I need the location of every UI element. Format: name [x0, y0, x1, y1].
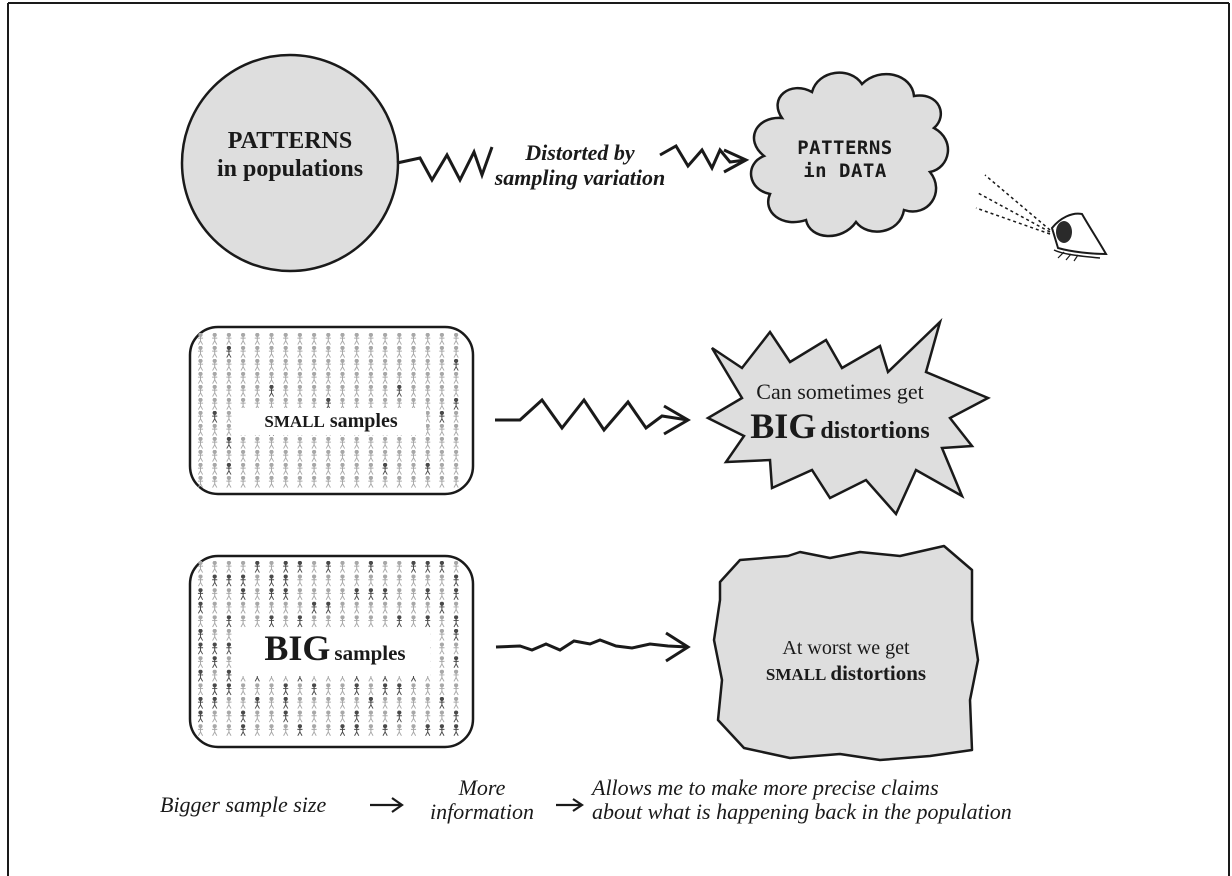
big-distortion-big: BIG [750, 406, 817, 446]
small-distortion-blob [712, 544, 980, 762]
footer-step-3-line1: Allows me to make more precise claims [592, 775, 939, 800]
top-zigzag-right [659, 143, 747, 172]
eye-icon [975, 174, 1108, 262]
footer-arrow-1 [370, 797, 404, 813]
small-distortion-text: At worst we get SMALL distortions [722, 636, 970, 689]
big-arrowhead [665, 631, 691, 663]
small-arrowhead [663, 404, 691, 436]
small-samples-label-rest: samples [329, 410, 398, 432]
footer-step-2-line1: More [458, 775, 506, 800]
big-distortion-line1: Can sometimes get [756, 379, 924, 404]
big-distortion-text: Can sometimes get BIG distortions [720, 378, 960, 454]
big-distortion-burst [705, 317, 991, 517]
small-distortion-rest: distortions [830, 661, 927, 685]
footer-step-2: More information [410, 776, 554, 824]
distortion-note: Distorted by sampling variation [490, 140, 670, 190]
data-cloud [749, 71, 950, 238]
small-zigzag [495, 397, 689, 433]
small-distortion-line1: At worst we get [782, 637, 910, 659]
big-distortion-rest: distortions [820, 418, 930, 444]
big-zigzag [495, 638, 689, 652]
distortion-note-line2: sampling variation [494, 165, 666, 190]
footer-arrow-2 [556, 798, 584, 812]
big-samples-label: BIG samples [240, 628, 430, 676]
top-zigzag-left [396, 146, 494, 184]
distortion-note-line1: Distorted by [525, 140, 635, 165]
population-label: PATTERNS in populations [190, 127, 390, 183]
big-samples-label-word: BIG [264, 628, 331, 668]
small-samples-label: SMALL samples [236, 408, 426, 435]
footer-step-2-line2: information [430, 799, 534, 824]
data-cloud-label-line1: PATTERNS [797, 137, 893, 159]
footer-step-3: Allows me to make more precise claims ab… [592, 776, 1012, 824]
data-cloud-label: PATTERNS in DATA [770, 137, 920, 183]
small-distortion-small: SMALL [765, 665, 827, 684]
population-label-line2: in populations [216, 156, 364, 182]
big-samples-label-rest: samples [334, 641, 406, 665]
data-cloud-label-line2: in DATA [803, 160, 887, 182]
population-label-line1: PATTERNS [227, 128, 353, 154]
footer-step-3-line2: about what is happening back in the popu… [592, 799, 1012, 824]
top-arrowhead [723, 148, 750, 174]
footer-step-1: Bigger sample size [160, 792, 327, 817]
small-samples-label-word: SMALL [264, 412, 325, 431]
